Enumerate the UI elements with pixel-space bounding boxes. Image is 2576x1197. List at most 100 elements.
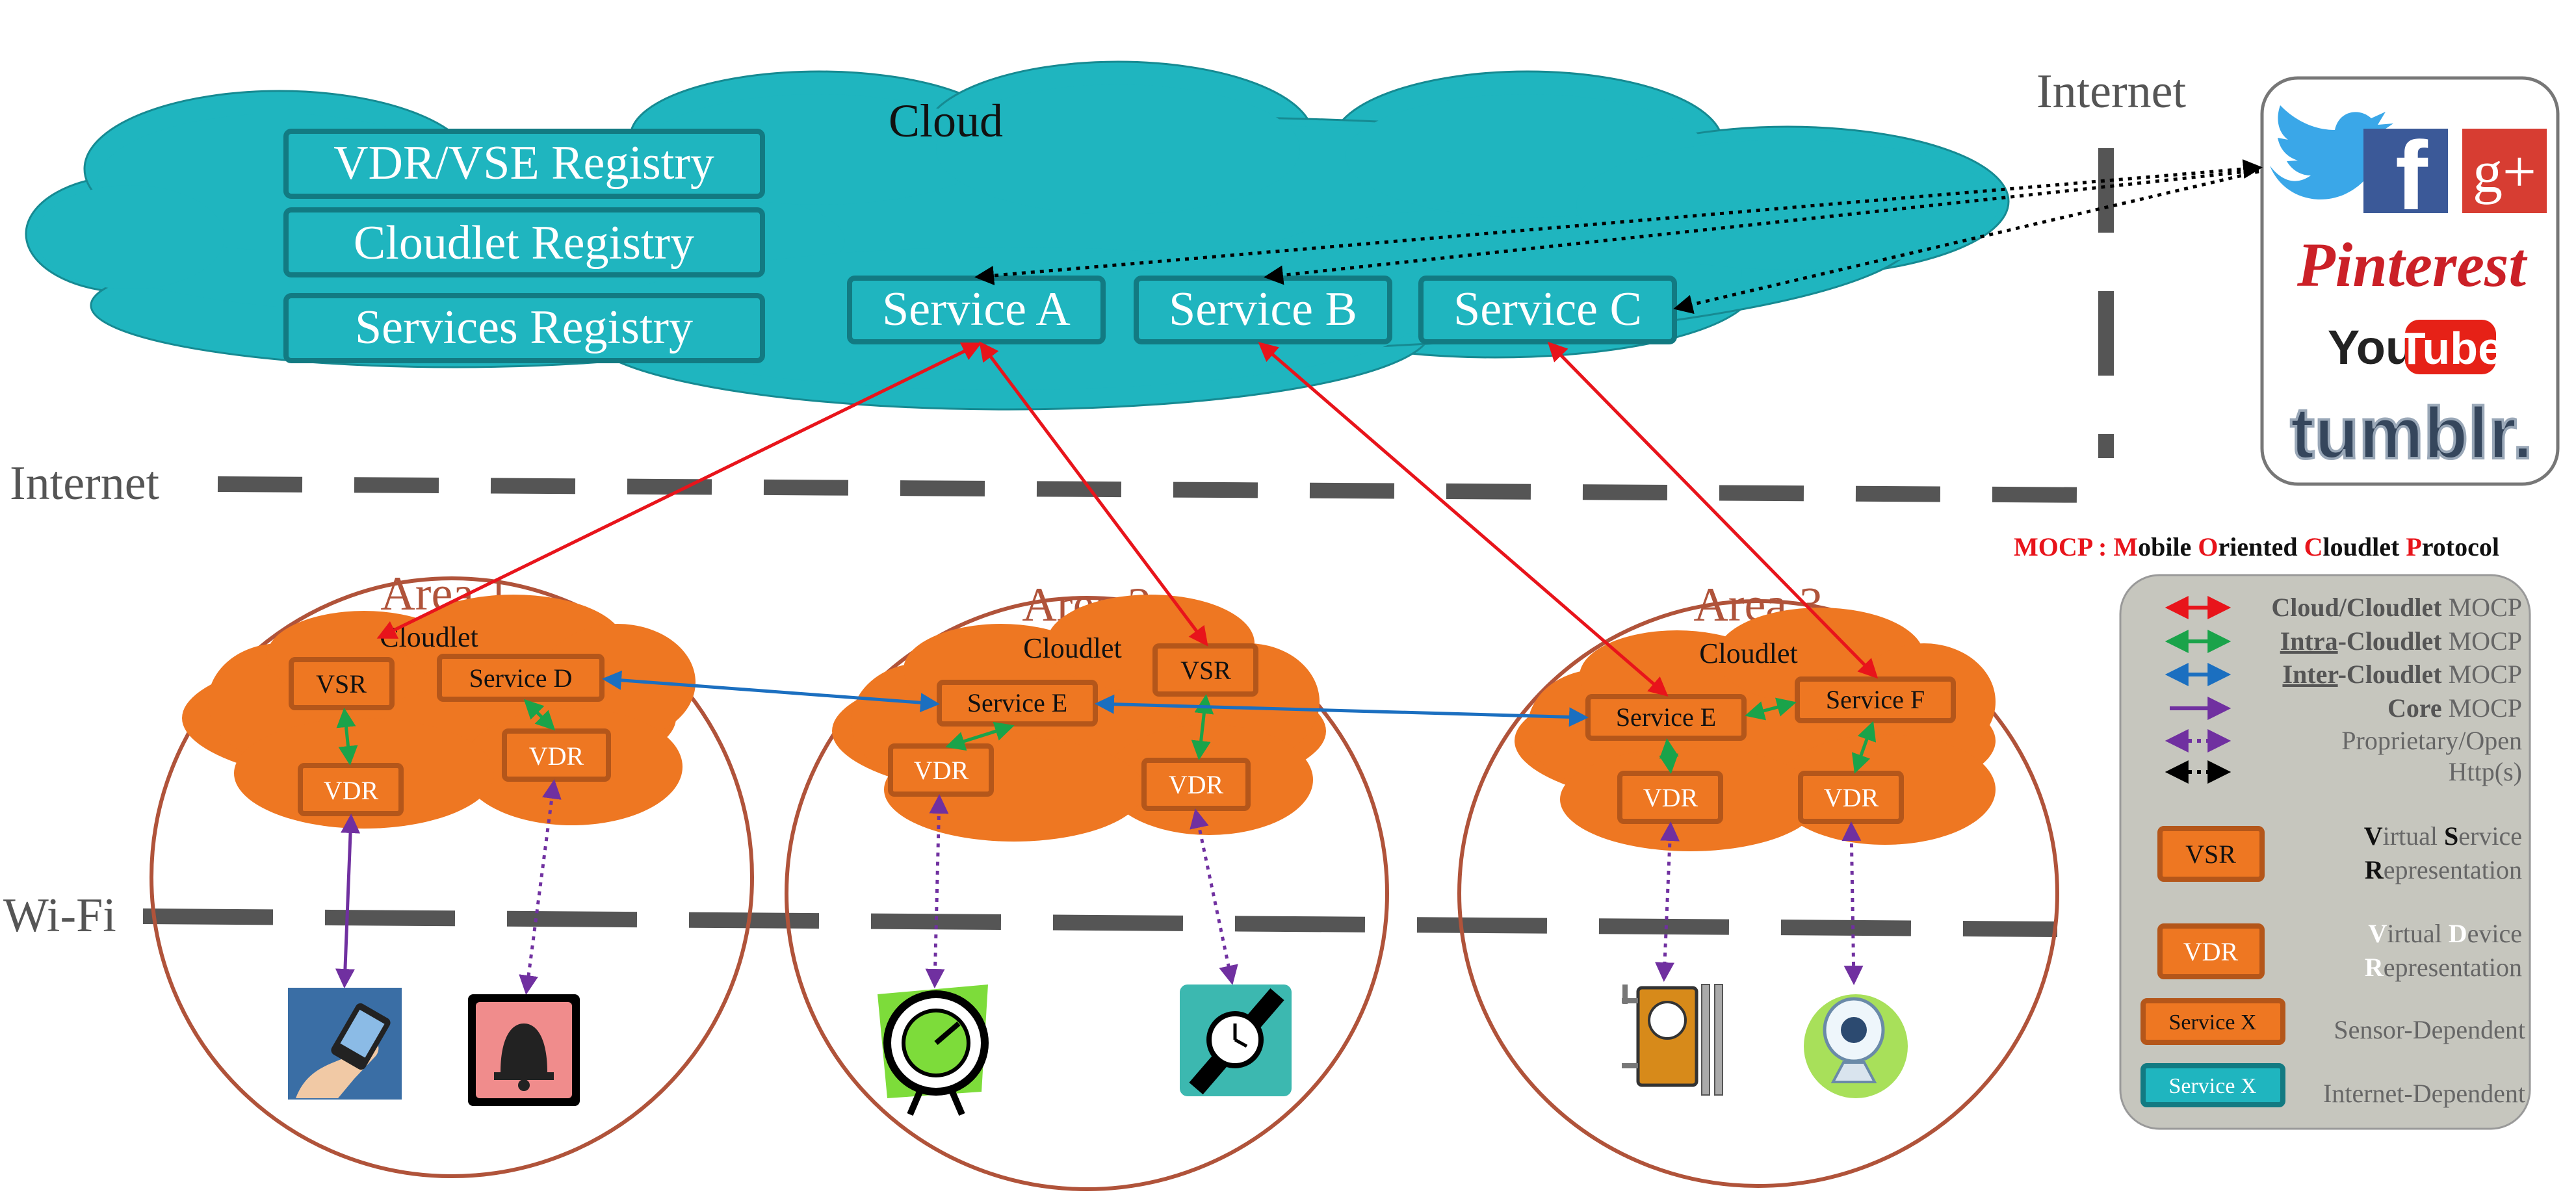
- area-3-service-e-f-link: [1745, 697, 1797, 721]
- legend-internet-service-box: [2140, 1063, 2285, 1107]
- cloud-cloudlet-connections: [376, 341, 1879, 697]
- internet-label-top: Internet: [2036, 65, 2187, 118]
- alarm-bell-icon[interactable]: [468, 994, 580, 1106]
- area-2-cloudlet-label: Cloudlet: [1023, 632, 1122, 664]
- internet-label-left: Internet: [10, 457, 160, 510]
- registry-label-vdr-vse: VDR/VSE Registry: [333, 136, 714, 190]
- wifi-boundary: [142, 908, 2058, 937]
- mocp-service-c-area-3-service-f: [1547, 341, 1879, 679]
- cloud-title: Cloud: [889, 95, 1003, 147]
- registry-list: VDR/VSE Registry Cloudlet Registry Servi…: [283, 129, 765, 363]
- legend-sensor-service-box: [2140, 998, 2285, 1045]
- legend-label-core: Core MOCP: [2387, 693, 2522, 723]
- registry-label-cloudlet: Cloudlet Registry: [354, 216, 694, 270]
- area-3-service-e-vdr-link: [1659, 738, 1679, 774]
- google-plus-icon[interactable]: g+: [2462, 129, 2547, 213]
- service-a-label: Service A: [882, 283, 1071, 336]
- legend-sensor-desc: Sensor-Dependent: [2334, 1015, 2525, 1044]
- smartphone-icon[interactable]: [288, 988, 402, 1100]
- http-arrow-service-b: [1264, 168, 2259, 285]
- area-2-vdr-left-label: VDR: [914, 756, 969, 785]
- legend-internet-desc: Internet-Dependent: [2323, 1079, 2525, 1108]
- gas-meter-icon[interactable]: [1622, 984, 1723, 1096]
- area-1-service-d-label: Service D: [469, 663, 573, 693]
- pinterest-icon[interactable]: Pinterest: [2296, 230, 2528, 300]
- inter-cloudlet-service-d-service-e: [602, 670, 940, 713]
- area-1-vdr-phone-link: [335, 814, 361, 988]
- legend-vsr-desc-line1: Virtual Service: [2364, 821, 2522, 851]
- area-3-vdr-webcam-link: [1841, 821, 1864, 985]
- area-2-vdr-right-box[interactable]: [1141, 758, 1251, 811]
- area-3-service-f-label: Service F: [1826, 685, 1925, 714]
- area-1-vdr-left-label: VDR: [324, 776, 379, 805]
- social-media-panel: f g+ Pinterest You Tube tumblr.: [2260, 76, 2560, 486]
- area-1-vdr-alarm-link: [519, 779, 562, 995]
- mocp-service-a-area-2-vsr: [979, 341, 1208, 647]
- area-1-vdr-left-box[interactable]: [298, 763, 404, 816]
- registry-label-services: Services Registry: [355, 301, 693, 354]
- area-2-vdr-watch-link: [1190, 808, 1238, 985]
- legend-vsr-label: VSR: [2185, 840, 2236, 869]
- svg-text:Tube: Tube: [2398, 323, 2503, 374]
- legend-vsr-desc-line2: Representation: [2365, 855, 2522, 884]
- area-1-vdr-right-label: VDR: [529, 741, 584, 771]
- area-3-vdr-right-label: VDR: [1824, 783, 1879, 812]
- area-2-service-vdr-link: [945, 721, 1015, 751]
- registry-box-cloudlet[interactable]: [283, 207, 765, 277]
- legend-vsr-box: [2157, 826, 2265, 882]
- area-2-vdr-thermostat-link: [925, 794, 949, 988]
- tumblr-icon[interactable]: tumblr.: [2289, 391, 2534, 475]
- mocp-heading: MOCP : Mobile Oriented Cloudlet Protocol: [2014, 532, 2499, 561]
- thermostat-icon[interactable]: [878, 985, 989, 1116]
- area-3-vdr-left-label: VDR: [1643, 783, 1698, 812]
- legend-internet-service-label: Service X: [2168, 1074, 2256, 1098]
- service-c-label: Service C: [1453, 283, 1642, 336]
- legend-vdr-desc-line1: Virtual Device: [2368, 919, 2522, 948]
- http-connections: [974, 159, 2263, 315]
- legend-vdr-desc-line2: Representation: [2365, 953, 2522, 982]
- area-1: Area 1 Cloudlet VSR Service D VDR VDR: [150, 567, 754, 1178]
- area-3-service-f-box[interactable]: [1795, 676, 1956, 723]
- webcam-icon[interactable]: [1804, 994, 1908, 1098]
- area-1-service-d-box[interactable]: [437, 654, 605, 702]
- legend-vdr-label: VDR: [2183, 937, 2239, 966]
- area-3: Area 3 Cloudlet Service E Service F VDR …: [1457, 578, 2059, 1188]
- area-2-vdr-right-label: VDR: [1169, 770, 1224, 799]
- svg-text:f: f: [2395, 121, 2428, 230]
- area-2-service-e-label: Service E: [967, 688, 1067, 717]
- inter-cloudlet-connections: [602, 670, 1589, 727]
- area-3-vdr-meter-link: [1655, 821, 1680, 982]
- legend-label-proprietary: Proprietary/Open: [2341, 726, 2522, 755]
- wifi-label: Wi-Fi: [3, 889, 116, 942]
- area-1-vsr-box[interactable]: [289, 657, 395, 710]
- area-1-service-d-vdr-link: [523, 699, 556, 731]
- mocp-service-a-area-1-vsr: [376, 342, 982, 639]
- registry-box-vdr-vse[interactable]: [283, 129, 765, 199]
- cloud-services: Service A Service B Service C: [847, 276, 1677, 344]
- area-1-vsr-label: VSR: [316, 669, 367, 699]
- inter-cloudlet-area-2-area-3: [1095, 694, 1589, 727]
- legend: Cloud/Cloudlet MOCP Intra-Cloudlet MOCP …: [2119, 574, 2531, 1130]
- twitter-icon[interactable]: [2270, 105, 2393, 200]
- area-2-vdr-left-box[interactable]: [888, 743, 994, 797]
- service-b-label: Service B: [1169, 283, 1357, 336]
- smartwatch-icon[interactable]: [1180, 985, 1292, 1096]
- area-3-cloudlet-label: Cloudlet: [1699, 637, 1798, 669]
- legend-label-cloud-cloudlet: Cloud/Cloudlet MOCP: [2271, 593, 2522, 622]
- legend-sensor-service-label: Service X: [2168, 1010, 2256, 1035]
- legend-label-intra-cloudlet: Intra-Cloudlet MOCP: [2280, 626, 2522, 656]
- legend-label-inter-cloudlet: Inter-Cloudlet MOCP: [2282, 660, 2522, 689]
- area-1-vsr-vdr-link: [336, 708, 358, 766]
- youtube-icon[interactable]: You Tube: [2328, 320, 2503, 374]
- area-3-service-e-label: Service E: [1616, 702, 1716, 732]
- area-3-service-f-vdr-link: [1851, 721, 1877, 774]
- area-3-vdr-right-box[interactable]: [1798, 771, 1904, 824]
- area-2: Area 2 Cloudlet VSR Service E VDR VDR: [785, 578, 1389, 1191]
- facebook-icon[interactable]: f: [2363, 121, 2448, 230]
- mocp-service-b-area-3-service-e: [1258, 342, 1669, 697]
- internet-horizontal-boundary: [217, 476, 2113, 503]
- area-1-cloudlet-label: Cloudlet: [380, 621, 478, 653]
- svg-text:You: You: [2328, 320, 2415, 374]
- area-1-vdr-right-box[interactable]: [502, 728, 611, 782]
